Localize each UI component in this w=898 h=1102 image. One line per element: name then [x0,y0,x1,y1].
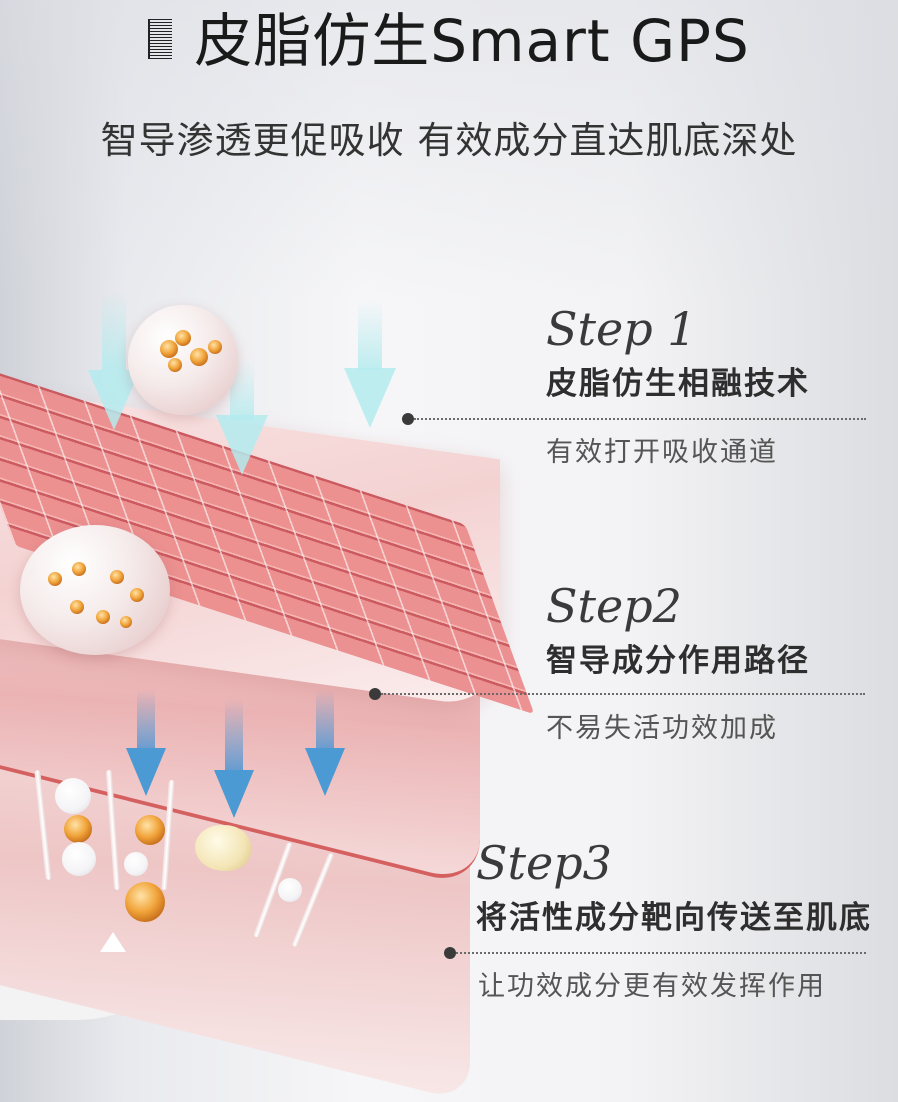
pearl-particle [62,842,96,876]
step-2-description: 不易失活功效加成 [546,713,778,744]
penetration-arrow-icon [214,770,254,818]
step-1-connector [402,413,866,425]
step-3-connector [444,947,866,959]
penetration-arrow-stem [316,690,334,750]
penetration-arrow-stem [225,700,243,770]
pearl-particle [124,852,148,876]
molecule-icon [130,588,144,602]
step-3-description: 让功效成分更有效发挥作用 [478,971,826,1002]
page-subtitle: 智导渗透更促吸收 有效成分直达肌底深处 [100,119,798,162]
absorption-arrow-stem [102,290,126,370]
sebum-droplet-middle [20,525,170,655]
molecule-icon [110,570,124,584]
pearl-particle [55,778,91,814]
molecule-icon [70,600,84,614]
step-3-label: Step3 [476,836,612,890]
dotted-line [456,952,866,954]
active-ingredient-bead [135,815,165,845]
molecule-icon [48,572,62,586]
step-1-title: 皮脂仿生相融技术 [546,366,810,402]
penetration-arrow-stem [137,690,155,750]
step-3-title: 将活性成分靶向传送至肌底 [476,900,872,936]
nutrient-particle [195,825,251,871]
absorption-arrow-icon [344,368,396,428]
barcode-icon [148,18,173,59]
step-2: Step2 智导成分作用路径 [546,583,810,680]
active-ingredient-bead [64,815,92,843]
active-ingredient-bead [125,882,165,922]
absorption-arrow-icon [216,415,268,475]
absorption-arrow-stem [358,300,382,370]
molecule-icon [160,340,178,358]
connector-dot-icon [369,688,381,700]
molecule-icon [190,348,208,366]
step-1: Step 1 皮脂仿生相融技术 [546,306,810,403]
penetration-arrow-icon [126,748,166,796]
connector-dot-icon [444,947,456,959]
molecule-icon [72,562,86,576]
molecule-icon [208,340,222,354]
page-title: 皮脂仿生Smart GPS [0,0,898,78]
pearl-particle [278,878,302,902]
dotted-line [381,693,865,695]
triangle-marker-icon [100,932,126,952]
skin-layer-illustration [0,270,535,1102]
step-2-connector [369,688,865,700]
molecule-icon [120,616,132,628]
molecule-icon [96,610,110,624]
connector-dot-icon [402,413,414,425]
molecule-icon [175,330,191,346]
penetration-arrow-icon [305,748,345,796]
step-1-description: 有效打开吸收通道 [546,437,778,468]
dotted-line [414,418,866,420]
step-1-label: Step 1 [546,302,697,356]
molecule-icon [168,358,182,372]
sebum-droplet-top [128,305,238,415]
step-2-title: 智导成分作用路径 [546,643,810,679]
page-title-text: 皮脂仿生Smart GPS [194,7,750,75]
step-2-label: Step2 [546,579,682,633]
step-3: Step3 将活性成分靶向传送至肌底 [476,840,872,937]
